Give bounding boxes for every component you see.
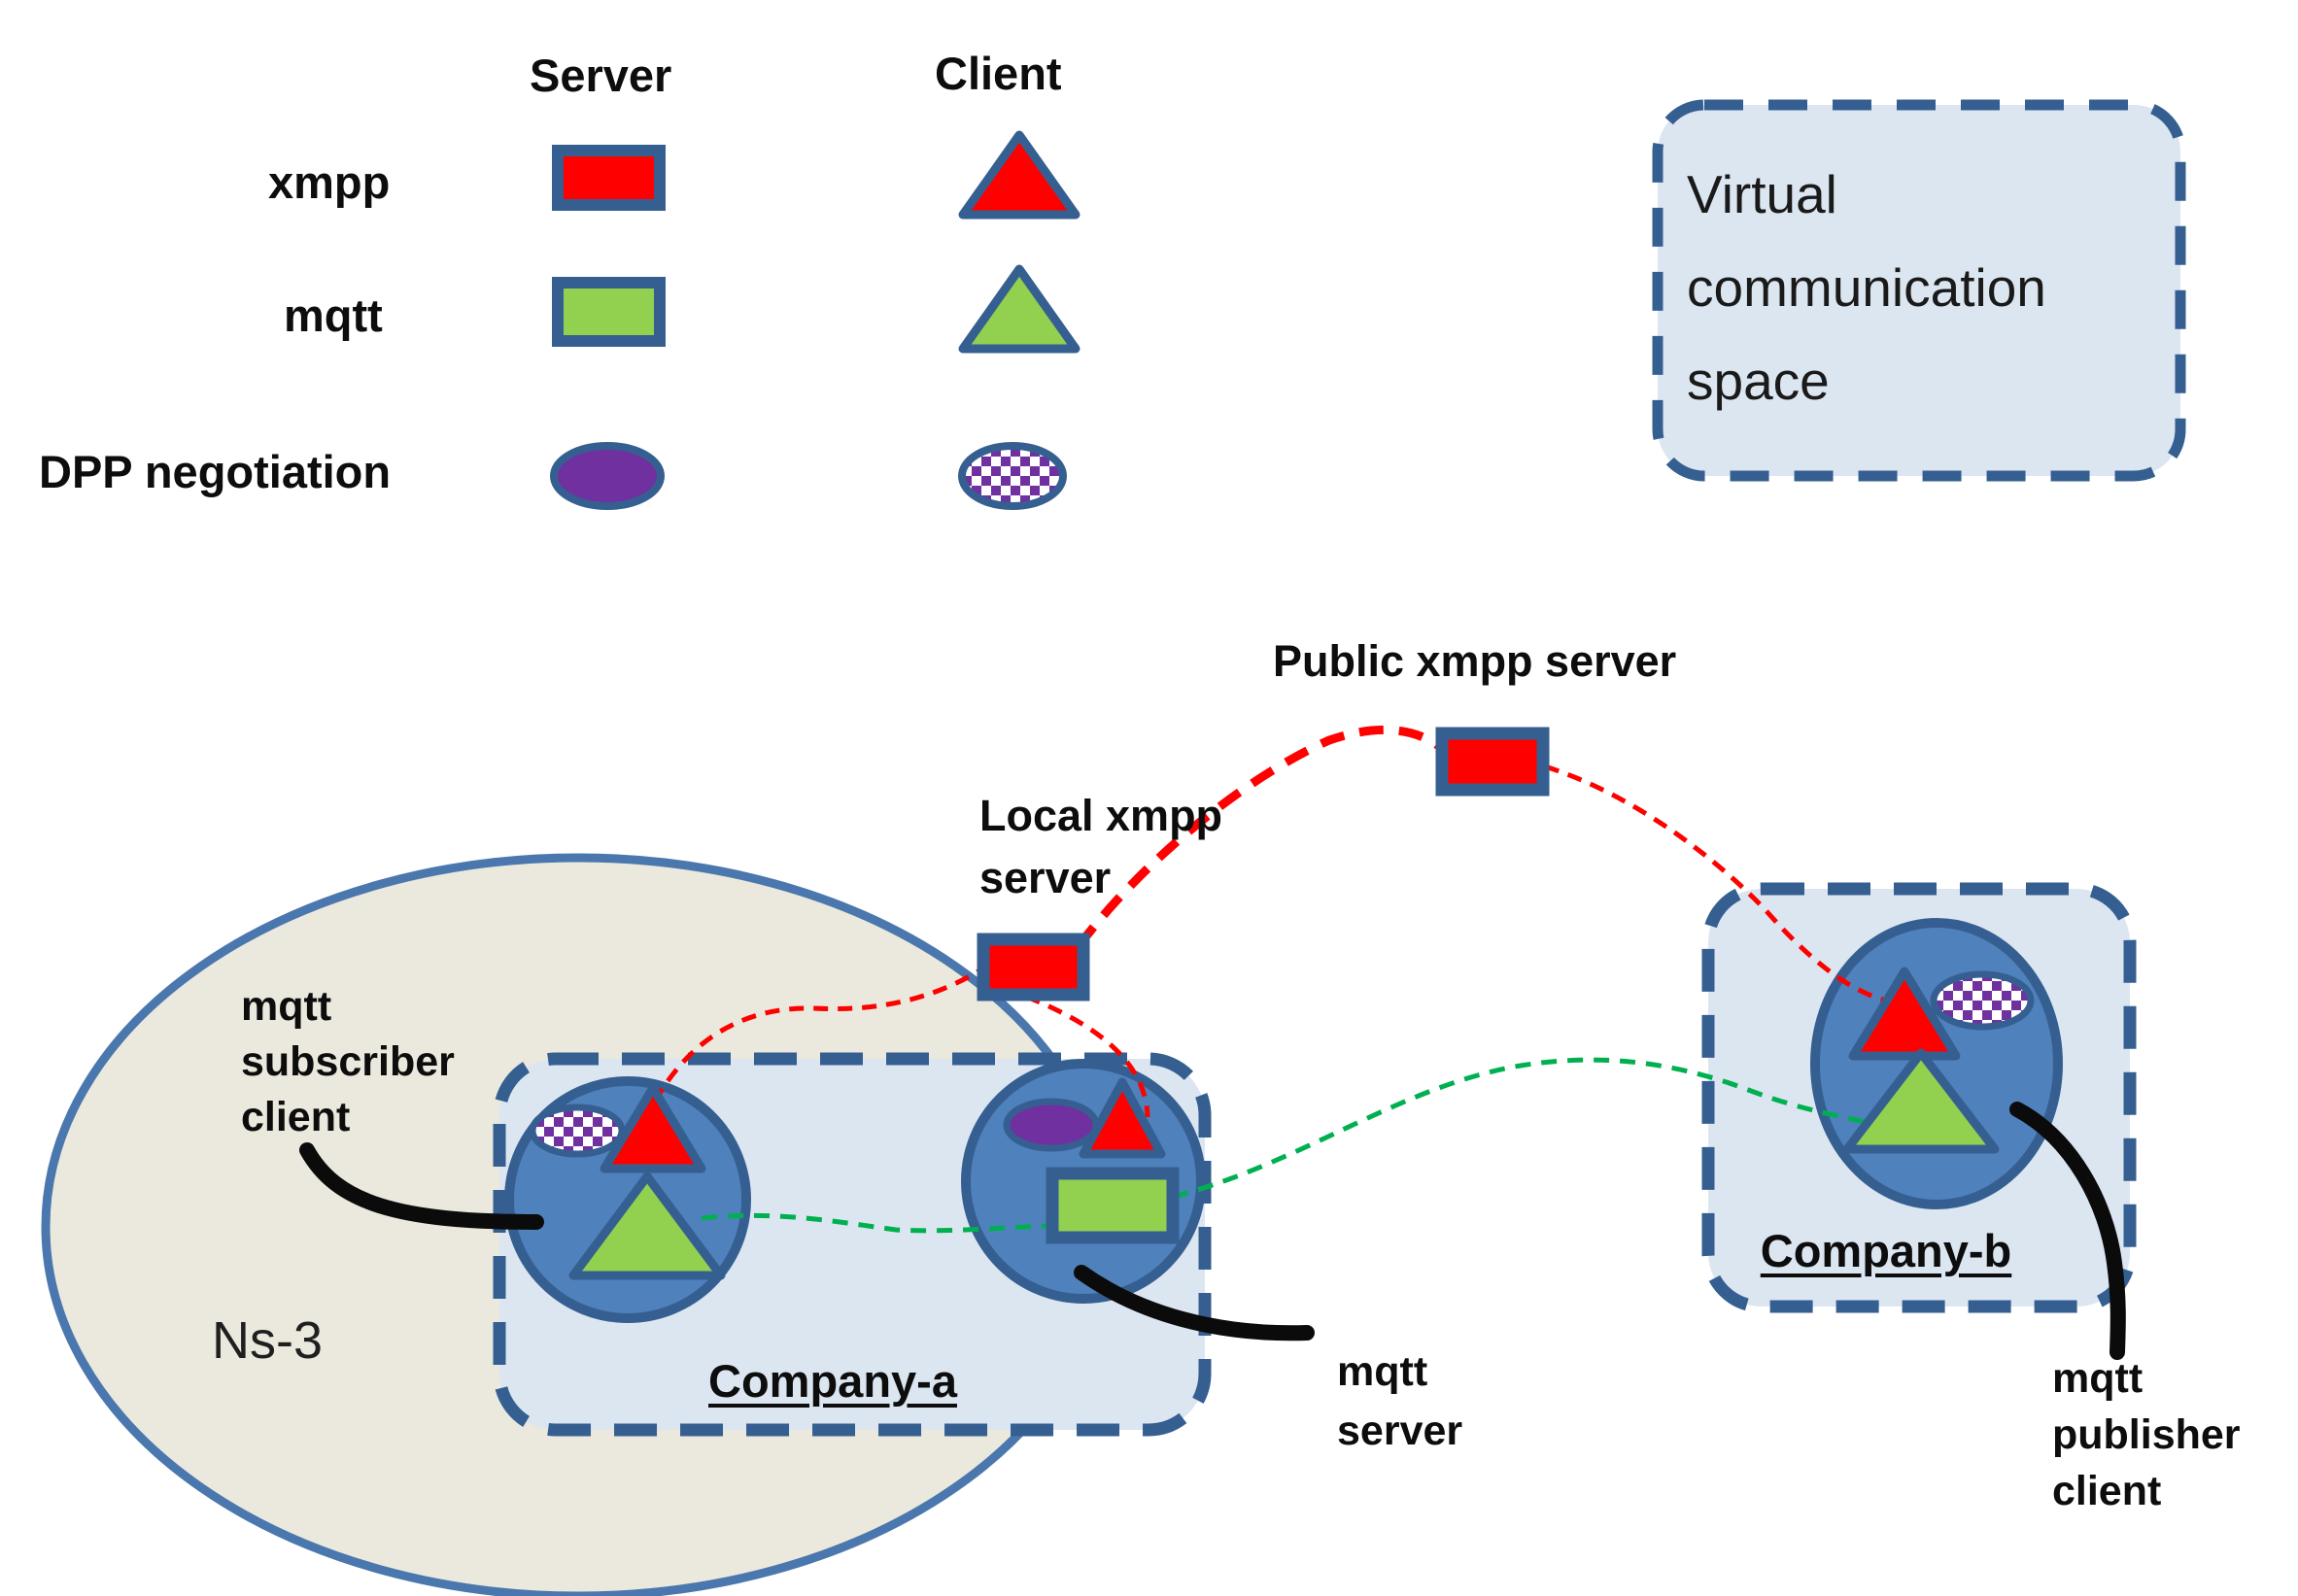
dpp-server-icon-a2 [1003,1098,1100,1152]
pointer-mqtt-subscriber [299,1142,544,1230]
company-b-label: Company-b [1760,1225,2012,1276]
legend-column-server: Server [530,50,672,101]
mqtt-server-label: mqtt server [1337,1348,1463,1454]
dpp-client-icon-b [1930,970,2035,1031]
mqtt-client-icon-a1 [568,1172,726,1280]
link-xmpp-local-to-a2 [1025,994,1150,1118]
legend-row-xmpp-label: xmpp [268,156,391,208]
legend-column-client: Client [935,48,1062,99]
local-xmpp-server-icon [977,933,1090,1002]
xmpp-client-icon-b [1848,967,1961,1061]
legend-mqtt-server-icon [552,277,666,347]
link-xmpp-public-to-b [1544,764,1898,1005]
ns3-label: Ns-3 [212,1311,324,1370]
company-a-label: Company-a [708,1355,957,1407]
legend-xmpp-server-icon [552,145,666,211]
virtual-space-box [1652,99,2186,482]
virtual-space-label: Virtual communication space [1687,164,2046,411]
link-mqtt-a1-to-a2 [701,1212,1053,1234]
local-xmpp-server-label: Local xmpp server [979,791,1223,902]
mqtt-client-icon-b [1842,1048,2000,1154]
link-mqtt-a2-to-b [1172,1057,1870,1200]
public-xmpp-server-label: Public xmpp server [1273,636,1677,686]
xmpp-client-icon-a2 [1079,1077,1166,1159]
legend-dpp-client-icon [958,442,1067,510]
xmpp-client-icon-a1 [600,1083,706,1173]
legend-mqtt-client-icon [958,264,1080,354]
pointer-mqtt-publisher [2009,1102,2126,1360]
public-xmpp-server-icon [1435,727,1550,797]
mqtt-server-icon-a2 [1046,1167,1180,1244]
node-b-circle [1810,918,2063,1209]
legend-xmpp-client-icon [958,130,1080,220]
mqtt-subscriber-client-label: mqtt subscriber client [241,983,455,1140]
legend-dpp-server-icon [550,442,665,510]
mqtt-publisher-client-label: mqtt publisher client [2052,1355,2241,1514]
legend-row-dpp-label: DPP negotiation [39,446,392,497]
link-xmpp-local-to-public [1075,725,1447,949]
link-xmpp-a1-to-local [652,967,983,1104]
pointer-mqtt-server [1074,1265,1315,1341]
legend-row-mqtt-label: mqtt [284,289,383,341]
dpp-client-icon-a1 [529,1104,626,1158]
